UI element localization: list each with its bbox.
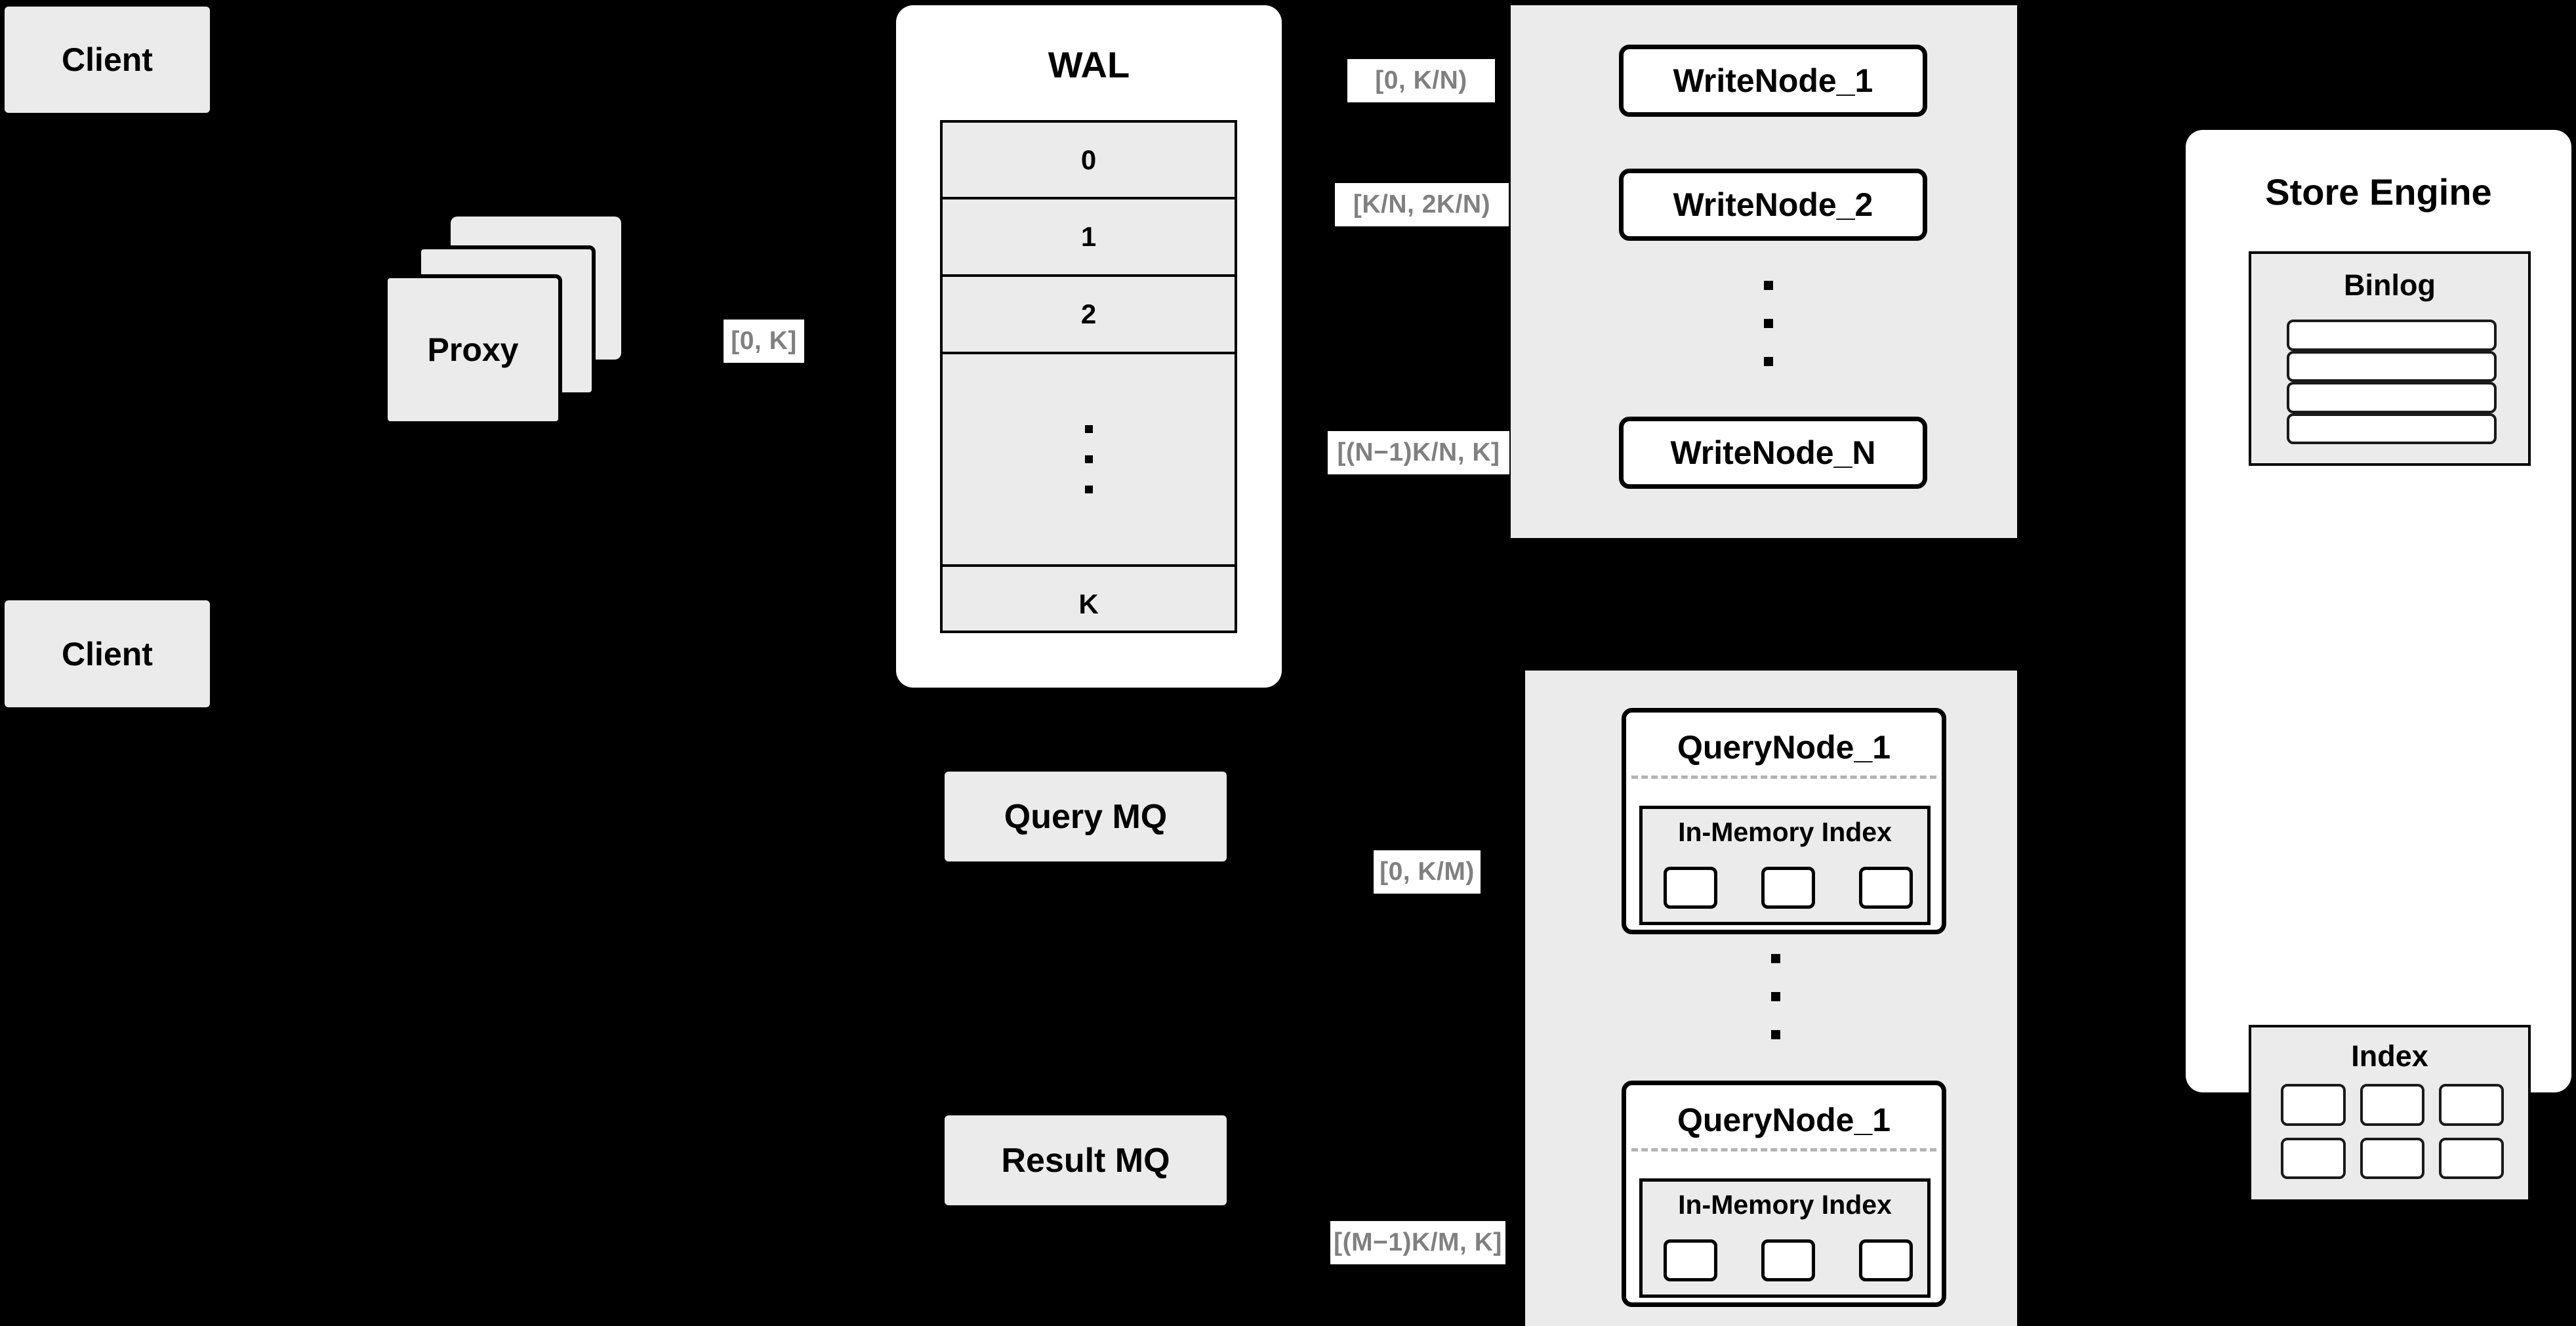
edge-label-wal-to-writenode-n: [(N−1)K/N, K] <box>1328 431 1509 474</box>
result-mq-label: Result MQ <box>1001 1141 1170 1180</box>
binlog-row <box>2287 320 2497 351</box>
client-label: Client <box>62 41 153 78</box>
in-memory-index-slots <box>1664 867 1913 913</box>
edge-label-wal-to-writenode-2: [K/N, 2K/N) <box>1335 183 1509 226</box>
index-cell <box>2281 1084 2346 1126</box>
proxy-label: Proxy <box>427 331 519 368</box>
client-box-bottom: Client <box>5 600 210 707</box>
in-memory-index-label: In-Memory Index <box>1678 817 1892 847</box>
index-slot <box>1664 867 1717 909</box>
query-node-label: QueryNode_1 <box>1677 1102 1891 1138</box>
query-node-cluster: QueryNode_1 In-Memory Index QueryNode_1 … <box>1525 671 2017 1326</box>
binlog-box: Binlog <box>2249 251 2531 466</box>
wal-cell: 2 <box>943 277 1235 354</box>
write-node-1[interactable]: WriteNode_1 <box>1619 45 1927 117</box>
query-node-divider <box>1631 1148 1936 1151</box>
in-memory-index-slots <box>1664 1239 1913 1285</box>
index-cell <box>2439 1137 2504 1179</box>
vertical-ellipsis-icon <box>1084 425 1093 493</box>
client-box-top: Client <box>5 7 210 113</box>
index-grid <box>2281 1084 2504 1179</box>
wal-cell: 1 <box>943 199 1235 277</box>
in-memory-index-box: In-Memory Index <box>1639 1178 1931 1298</box>
index-cell <box>2360 1084 2425 1126</box>
in-memory-index-label: In-Memory Index <box>1678 1190 1892 1220</box>
wal-cell-ellipsis <box>943 354 1235 567</box>
query-node-label: QueryNode_1 <box>1677 729 1891 766</box>
write-node-n[interactable]: WriteNode_N <box>1619 417 1927 489</box>
result-mq-box: Result MQ <box>945 1115 1227 1205</box>
index-title: Index <box>2351 1039 2428 1073</box>
query-node-m[interactable]: QueryNode_1 In-Memory Index <box>1622 1081 1946 1307</box>
edge-label-wal-to-writenode-1: [0, K/N) <box>1347 59 1495 102</box>
write-node-label: WriteNode_2 <box>1673 186 1873 223</box>
index-slot <box>1664 1239 1717 1281</box>
query-cluster-ellipsis-icon <box>1771 954 1780 1039</box>
edge-label-proxy-to-wal: [0, K] <box>724 320 804 363</box>
write-cluster-ellipsis-icon <box>1764 281 1773 366</box>
wal-panel: WAL 0 1 2 K <box>896 5 1282 688</box>
index-box: Index <box>2249 1025 2531 1202</box>
edge-label-mq-to-querynode-m: [(M−1)K/M, K] <box>1330 1221 1505 1264</box>
query-mq-box: Query MQ <box>945 772 1227 861</box>
query-node-divider <box>1631 776 1936 779</box>
index-slot <box>1761 1239 1815 1281</box>
proxy-stack: Proxy <box>384 217 692 426</box>
write-node-label: WriteNode_N <box>1670 434 1876 471</box>
binlog-title: Binlog <box>2344 268 2436 302</box>
index-cell <box>2281 1137 2346 1179</box>
store-engine-panel: Store Engine Binlog Index <box>2186 130 2571 1202</box>
index-slot <box>1859 867 1913 909</box>
query-node-1[interactable]: QueryNode_1 In-Memory Index <box>1622 708 1946 934</box>
write-node-cluster: WriteNode_1 WriteNode_2 WriteNode_N <box>1511 5 2017 538</box>
query-mq-label: Query MQ <box>1004 797 1168 836</box>
in-memory-index-box: In-Memory Index <box>1639 806 1931 925</box>
store-engine-title: Store Engine <box>2265 171 2492 213</box>
proxy-card-front: Proxy <box>384 274 562 425</box>
index-slot <box>1859 1239 1913 1281</box>
client-label: Client <box>62 635 153 673</box>
binlog-rows <box>2287 320 2497 444</box>
wal-cell: 0 <box>943 123 1235 199</box>
index-cell <box>2439 1084 2504 1126</box>
index-cell <box>2360 1137 2425 1179</box>
wal-table: 0 1 2 K <box>940 120 1237 633</box>
binlog-row <box>2287 413 2497 444</box>
write-node-2[interactable]: WriteNode_2 <box>1619 169 1927 241</box>
binlog-row <box>2287 350 2497 382</box>
edge-label-mq-to-querynode-1: [0, K/M) <box>1374 850 1481 894</box>
index-slot <box>1761 867 1815 909</box>
write-node-label: WriteNode_1 <box>1673 62 1873 99</box>
binlog-row <box>2287 382 2497 413</box>
wal-title: WAL <box>1048 44 1130 85</box>
wal-cell: K <box>1078 588 1099 619</box>
